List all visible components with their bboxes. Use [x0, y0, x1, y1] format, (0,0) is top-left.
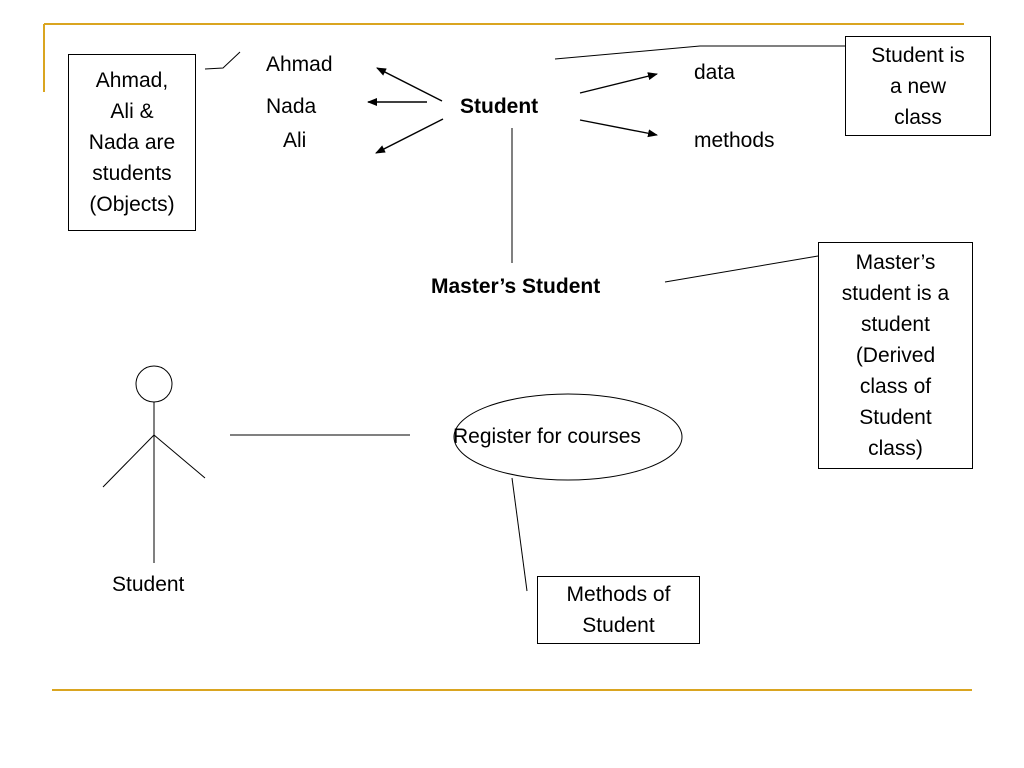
data-label: data: [694, 61, 735, 84]
objects-note-connector: [204, 51, 241, 70]
derived-note-connector: [664, 255, 819, 283]
derived-class-note-text: Master’s student is a student (Derived c…: [841, 251, 950, 460]
new-class-connector: [554, 45, 845, 60]
actor-head: [135, 365, 173, 403]
actor-left-arm: [102, 434, 155, 488]
actor-right-arm: [153, 434, 206, 479]
actor-label: Student: [112, 573, 185, 596]
use-case-ellipse: [453, 393, 683, 481]
objects-note: Ahmad, Ali & Nada are students (Objects): [68, 54, 196, 231]
student-class-label: Student: [460, 95, 539, 118]
methods-note-connector: [511, 477, 528, 592]
objects-note-text: Ahmad, Ali & Nada are students (Objects): [88, 69, 176, 216]
arrow-to-ahmad: [376, 67, 443, 102]
actor-figure: [102, 365, 206, 563]
methods-note-text: Methods of Student: [566, 583, 671, 637]
masters-student-label: Master’s Student: [431, 275, 601, 298]
derived-class-note: Master’s student is a student (Derived c…: [818, 242, 973, 469]
use-case-label: Register for courses: [453, 425, 641, 448]
object-nada: Nada: [266, 95, 317, 118]
arrow-to-data: [579, 72, 658, 94]
object-ali: Ali: [283, 129, 307, 152]
methods-label: methods: [694, 129, 775, 152]
methods-note: Methods of Student: [537, 576, 700, 644]
object-ahmad: Ahmad: [266, 53, 333, 76]
new-class-note: Student is a new class: [845, 36, 991, 136]
arrow-to-ali: [375, 118, 444, 154]
arrow-to-methods: [579, 119, 658, 138]
new-class-note-text: Student is a new class: [871, 43, 965, 129]
